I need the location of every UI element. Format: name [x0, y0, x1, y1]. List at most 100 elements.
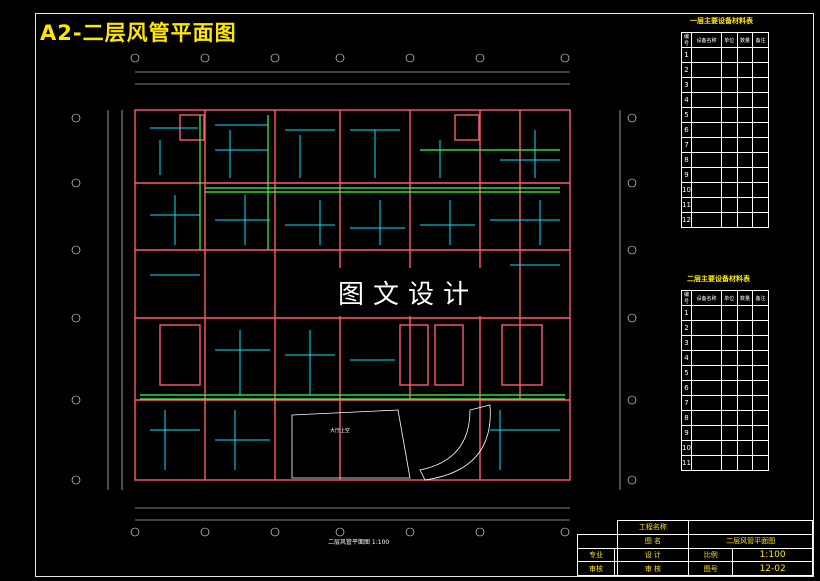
table-cell: [720, 350, 738, 366]
table-row: 8: [681, 152, 769, 168]
table-cell: [691, 167, 722, 183]
material-table-header: 编号 设备名称 单位 数量 备注: [681, 290, 769, 306]
table-cell: [752, 305, 769, 321]
table-cell: [736, 380, 754, 396]
table-row: 2: [681, 62, 769, 78]
table-cell: [691, 440, 722, 456]
table-row: 6: [681, 380, 769, 396]
header-note: 备注: [752, 32, 769, 48]
table-cell: [720, 62, 738, 78]
table-cell: [691, 395, 722, 411]
table-cell: [736, 410, 754, 426]
table-row: 12: [681, 212, 769, 228]
table-cell: [736, 440, 754, 456]
table-cell: [752, 152, 769, 168]
table-row: 10: [681, 182, 769, 198]
table-cell: [720, 305, 738, 321]
table-row: 1: [681, 47, 769, 63]
table-cell: [720, 395, 738, 411]
table-cell: [691, 47, 722, 63]
check-label: 审 核: [616, 561, 690, 576]
table-cell: [720, 122, 738, 138]
table-cell: [736, 365, 754, 381]
table-cell: [691, 320, 722, 336]
ducts: [150, 124, 560, 470]
sheet-label: 图号: [688, 561, 734, 576]
table-cell: [736, 107, 754, 123]
table-cell: [752, 212, 769, 228]
table-cell: [720, 92, 738, 108]
atrium-label: 大厅上空: [330, 427, 350, 434]
drawing-frame: [35, 13, 814, 577]
sheet-value: 12-02: [732, 561, 813, 576]
table-cell: [691, 455, 722, 471]
drawing-label: 图 名: [616, 533, 690, 549]
row-number: 9: [681, 425, 692, 441]
table-cell: [752, 395, 769, 411]
table-cell: [691, 425, 722, 441]
header-no: 编号: [681, 32, 692, 48]
header-unit: 单位: [720, 290, 738, 306]
main-pipes: [140, 115, 565, 400]
row-number: 1: [681, 305, 692, 321]
table-cell: [752, 365, 769, 381]
table-row: 4: [681, 350, 769, 366]
table-cell: [691, 182, 722, 198]
table-row: 6: [681, 122, 769, 138]
table-cell: [720, 182, 738, 198]
table-cell: [720, 440, 738, 456]
row-number: 7: [681, 137, 692, 153]
plan-caption: 二层风管平面图 1:100: [328, 539, 390, 546]
row-number: 5: [681, 107, 692, 123]
table-cell: [752, 440, 769, 456]
table-cell: [691, 410, 722, 426]
table-cell: [720, 335, 738, 351]
table-cell: [720, 167, 738, 183]
row-number: 11: [681, 455, 692, 471]
title-block: 工程名称 图 名 二层风管平面图 专业 设 计 比例 1:100 审核 审 核 …: [576, 520, 813, 576]
drawing-title: A2-二层风管平面图: [40, 21, 237, 45]
table-row: 3: [681, 335, 769, 351]
table-cell: [736, 77, 754, 93]
table-cell: [720, 197, 738, 213]
table-cell: [752, 137, 769, 153]
header-unit: 单位: [720, 32, 738, 48]
table-cell: [752, 122, 769, 138]
table-row: 5: [681, 365, 769, 381]
table-cell: [752, 47, 769, 63]
table-cell: [691, 197, 722, 213]
table-cell: [691, 92, 722, 108]
scale-label: 比例: [688, 547, 734, 563]
row-number: 8: [681, 152, 692, 168]
table-cell: [691, 107, 722, 123]
table-cell: [720, 212, 738, 228]
table-cell: [736, 182, 754, 198]
watermark: 图文设计: [312, 268, 504, 316]
axis-markers: [71, 53, 637, 537]
table-cell: [752, 197, 769, 213]
specialty-label: 专业: [576, 547, 616, 563]
table-cell: [691, 137, 722, 153]
row-number: 1: [681, 47, 692, 63]
table-cell: [736, 197, 754, 213]
header-name: 设备名称: [691, 290, 722, 306]
table-cell: [691, 365, 722, 381]
table-row: 8: [681, 410, 769, 426]
table-cell: [736, 47, 754, 63]
table-cell: [752, 182, 769, 198]
table-cell: [691, 77, 722, 93]
row-number: 6: [681, 122, 692, 138]
row-number: 10: [681, 182, 692, 198]
table-cell: [691, 122, 722, 138]
header-name: 设备名称: [691, 32, 722, 48]
review-label: 审核: [576, 561, 616, 576]
row-number: 8: [681, 410, 692, 426]
material-table-title: 二层主要设备材料表: [687, 275, 750, 283]
table-cell: [736, 92, 754, 108]
table-cell: [720, 107, 738, 123]
design-label: 设 计: [616, 547, 690, 563]
row-number: 3: [681, 77, 692, 93]
table-cell: [691, 212, 722, 228]
